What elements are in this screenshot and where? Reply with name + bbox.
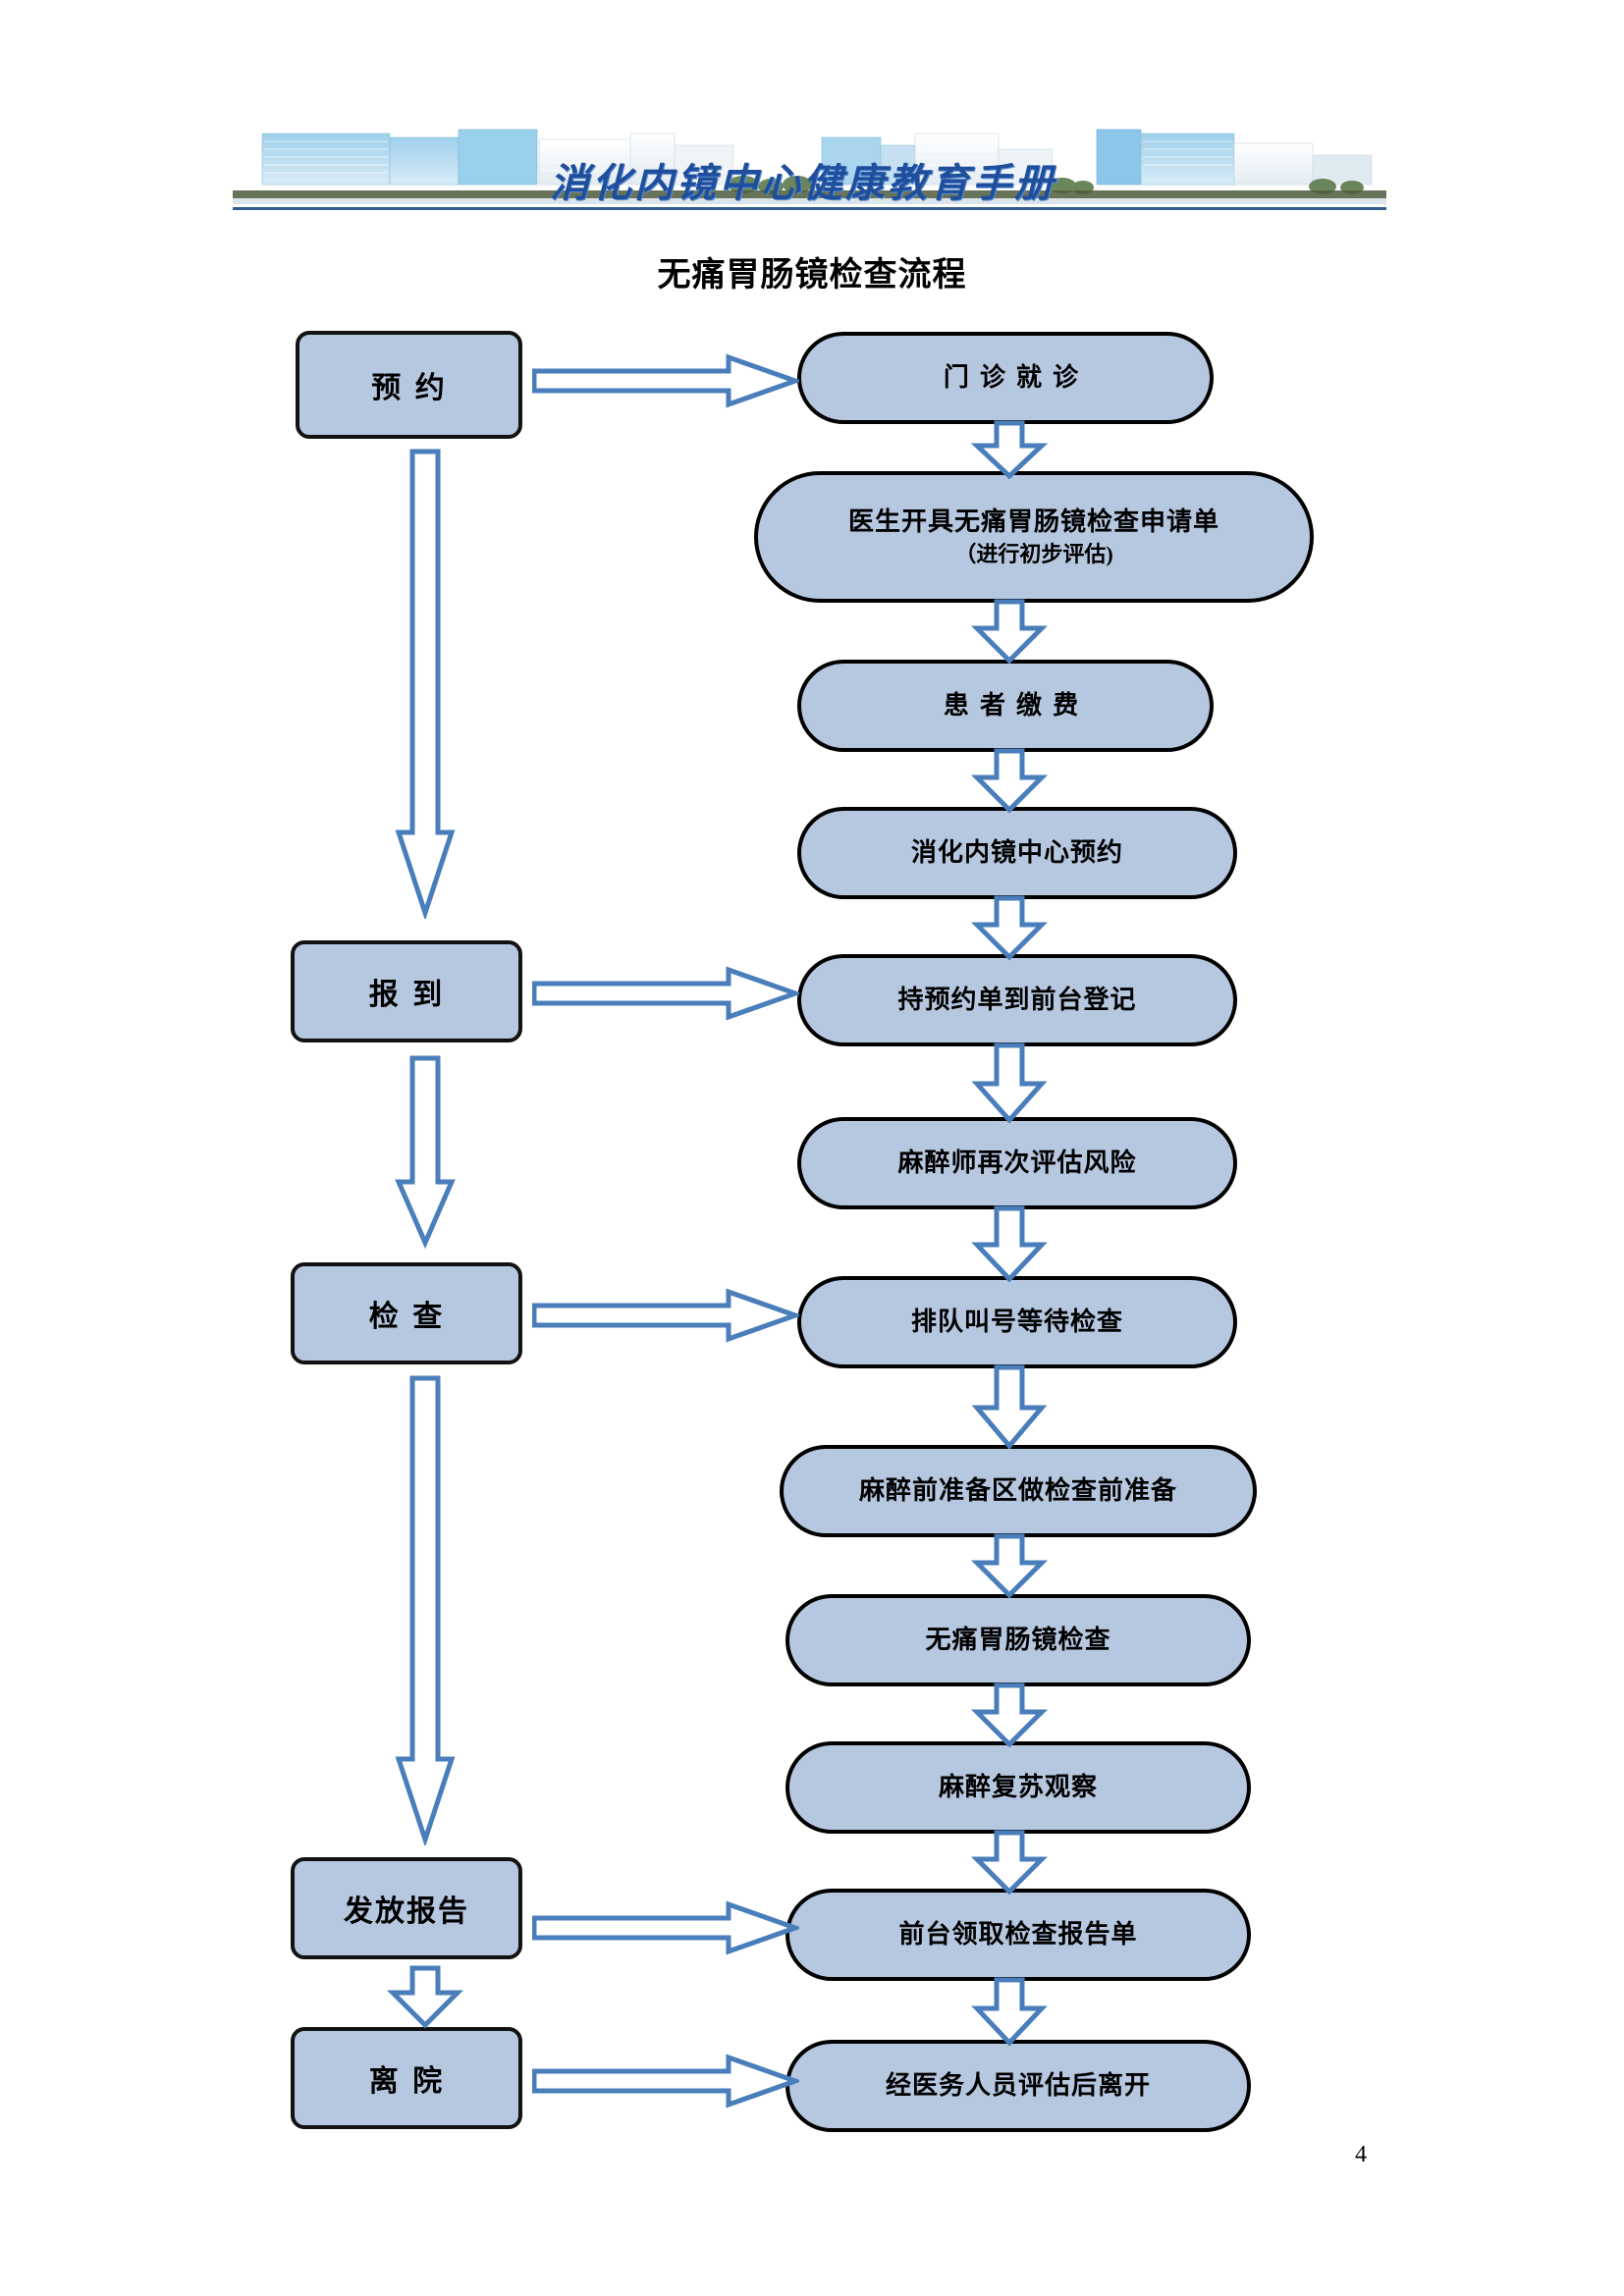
step-queue[interactable]: 排队叫号等待检查	[797, 1276, 1237, 1368]
connector-arrow-report-to-discharge	[383, 1965, 467, 2028]
stage-exam[interactable]: 检 查	[291, 1262, 522, 1364]
connector-long-arrow-exam-to-report	[391, 1374, 460, 1845]
step-label-line1: 持预约单到前台登记	[897, 985, 1137, 1015]
step-label-line1: 麻醉师再次评估风险	[897, 1148, 1137, 1178]
step-label-line1: 门 诊 就 诊	[943, 362, 1080, 393]
header-divider	[233, 207, 1386, 210]
connector-long-arrow-appointment-to-checkin	[391, 448, 460, 919]
stage-label: 报 到	[368, 978, 445, 1012]
step-prep[interactable]: 麻醉前准备区做检查前准备	[780, 1445, 1257, 1537]
step-order[interactable]: 医生开具无痛胃肠镜检查申请单 （进行初步评估)	[754, 471, 1314, 603]
stage-label: 检 查	[368, 1300, 445, 1334]
stage-label: 发放报告	[344, 1895, 469, 1929]
step-label-line1: 排队叫号等待检查	[910, 1307, 1123, 1337]
page-header: 消化内镜中心健康教育手册	[0, 77, 1624, 224]
hospital-skyline-graphic	[233, 116, 1386, 204]
step-recovery[interactable]: 麻醉复苏观察	[785, 1741, 1251, 1834]
connector-arrow-payment-to-booking	[967, 748, 1052, 813]
connector-arrow-collect-to-leave	[967, 1977, 1052, 2046]
connector-arrow-appointment-to-outpatient	[532, 351, 799, 410]
connector-arrow-exam-to-queue	[532, 1286, 799, 1345]
step-label-line1: 前台领取检查报告单	[898, 1919, 1138, 1949]
connector-arrow-recovery-to-collect	[967, 1830, 1052, 1895]
connector-long-arrow-checkin-to-exam	[391, 1054, 460, 1251]
stage-label: 离 院	[368, 2064, 445, 2099]
connector-arrow-booking-to-register	[967, 895, 1052, 960]
connector-arrow-endoscopy-to-recovery	[967, 1682, 1052, 1747]
stage-label: 预 约	[371, 371, 447, 405]
step-label-line1: 患 者 缴 费	[943, 690, 1080, 721]
step-label-line1: 经医务人员评估后离开	[885, 2070, 1151, 2101]
step-endoscopy[interactable]: 无痛胃肠镜检查	[785, 1594, 1251, 1686]
connector-arrow-prep-to-endoscopy	[967, 1533, 1052, 1598]
step-payment[interactable]: 患 者 缴 费	[797, 660, 1214, 752]
connector-arrow-discharge-to-leave	[532, 2052, 799, 2110]
header-title: 消化内镜中心健康教育手册	[550, 161, 1056, 205]
step-risk[interactable]: 麻醉师再次评估风险	[797, 1117, 1237, 1209]
step-register[interactable]: 持预约单到前台登记	[797, 954, 1237, 1046]
step-leave[interactable]: 经医务人员评估后离开	[785, 2040, 1251, 2132]
step-label-line2: （进行初步评估)	[954, 541, 1113, 566]
connector-arrow-outpatient-to-order	[967, 420, 1052, 479]
connector-arrow-order-to-payment	[967, 599, 1052, 664]
step-label-line1: 医生开具无痛胃肠镜检查申请单	[847, 507, 1219, 537]
stage-appointment[interactable]: 预 约	[296, 331, 522, 439]
step-label-line1: 麻醉前准备区做检查前准备	[858, 1475, 1177, 1506]
step-label-line1: 消化内镜中心预约	[910, 837, 1123, 868]
step-label-line1: 无痛胃肠镜检查	[925, 1625, 1111, 1655]
step-outpatient[interactable]: 门 诊 就 诊	[797, 332, 1214, 424]
connector-arrow-checkin-to-register	[532, 964, 799, 1023]
connector-arrow-risk-to-queue	[967, 1205, 1052, 1282]
connector-arrow-register-to-risk	[967, 1042, 1052, 1123]
stage-checkin[interactable]: 报 到	[291, 940, 522, 1042]
stage-report[interactable]: 发放报告	[291, 1857, 522, 1959]
step-booking[interactable]: 消化内镜中心预约	[797, 807, 1237, 899]
connector-arrow-queue-to-prep	[967, 1364, 1052, 1449]
page-title: 无痛胃肠镜检查流程	[657, 255, 967, 294]
connector-arrow-report-to-collect	[532, 1898, 799, 1957]
step-label-line1: 麻醉复苏观察	[938, 1772, 1098, 1802]
page-number: 4	[1355, 2142, 1367, 2167]
step-collect[interactable]: 前台领取检查报告单	[785, 1889, 1251, 1981]
stage-discharge[interactable]: 离 院	[291, 2027, 522, 2129]
